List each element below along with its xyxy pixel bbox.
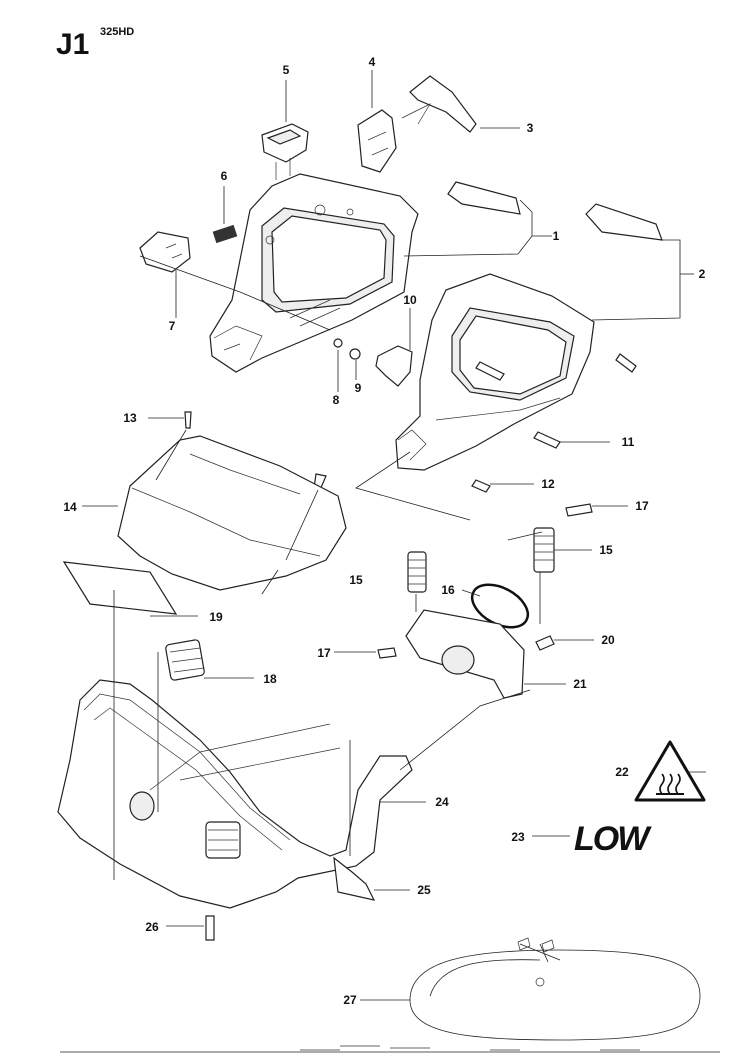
callout-14: 14 [63,500,77,514]
callout-12: 12 [541,477,555,491]
part-18-spring [165,639,205,681]
callout-20: 20 [601,633,615,647]
callout-13: 13 [123,411,137,425]
callout-27: 27 [343,993,357,1007]
callout-25: 25 [417,883,431,897]
callout-6: 6 [221,169,228,183]
callout-16: 16 [441,583,455,597]
callout-17-right: 17 [635,499,649,513]
part-15-springs [407,527,555,593]
callout-10: 10 [403,293,417,307]
part-21-damper [405,609,525,699]
callout-15-left: 15 [349,573,363,587]
callout-8: 8 [333,393,340,407]
callout-11: 11 [622,435,635,449]
callout-7: 7 [169,319,176,333]
part-3-trigger [401,75,477,133]
low-logo: LOW [574,820,652,858]
part-6-spring [212,224,238,244]
part-4-lever [357,109,397,173]
callout-24: 24 [435,795,449,809]
part-19-plate [62,561,178,615]
hot-surface-warning-icon [634,740,706,802]
callout-9: 9 [355,381,362,395]
screws [184,338,637,941]
callout-5: 5 [283,63,290,77]
model-number: 325HD [100,26,135,38]
part-24-front-handle [57,679,413,909]
callout-18: 18 [263,672,277,686]
page-code: J1 [56,28,90,61]
callouts: 5 4 3 6 1 2 7 10 8 9 11 12 13 14 17 15 1… [63,55,705,1007]
callout-1: 1 [553,229,560,243]
callout-17-left: 17 [317,646,331,660]
part-2-cover [585,203,663,241]
leader-lines [82,70,706,1001]
callout-4: 4 [369,55,376,69]
callout-23: 23 [511,830,525,844]
callout-3: 3 [527,121,534,135]
callout-21: 21 [573,677,587,691]
part-7-stop-switch [139,231,191,273]
part-14-heat-shield [117,435,347,591]
callout-19: 19 [209,610,223,624]
part-25-clip [333,856,376,901]
callout-22: 22 [615,765,629,779]
callout-15-right: 15 [599,543,613,557]
part-10-bracket [375,345,413,387]
part-1-cover [447,181,521,215]
part-27-cable [60,937,720,1053]
callout-2: 2 [699,267,706,281]
part-5-switch [261,123,309,180]
handle-housing-left [209,173,419,373]
callout-26: 26 [145,920,159,934]
